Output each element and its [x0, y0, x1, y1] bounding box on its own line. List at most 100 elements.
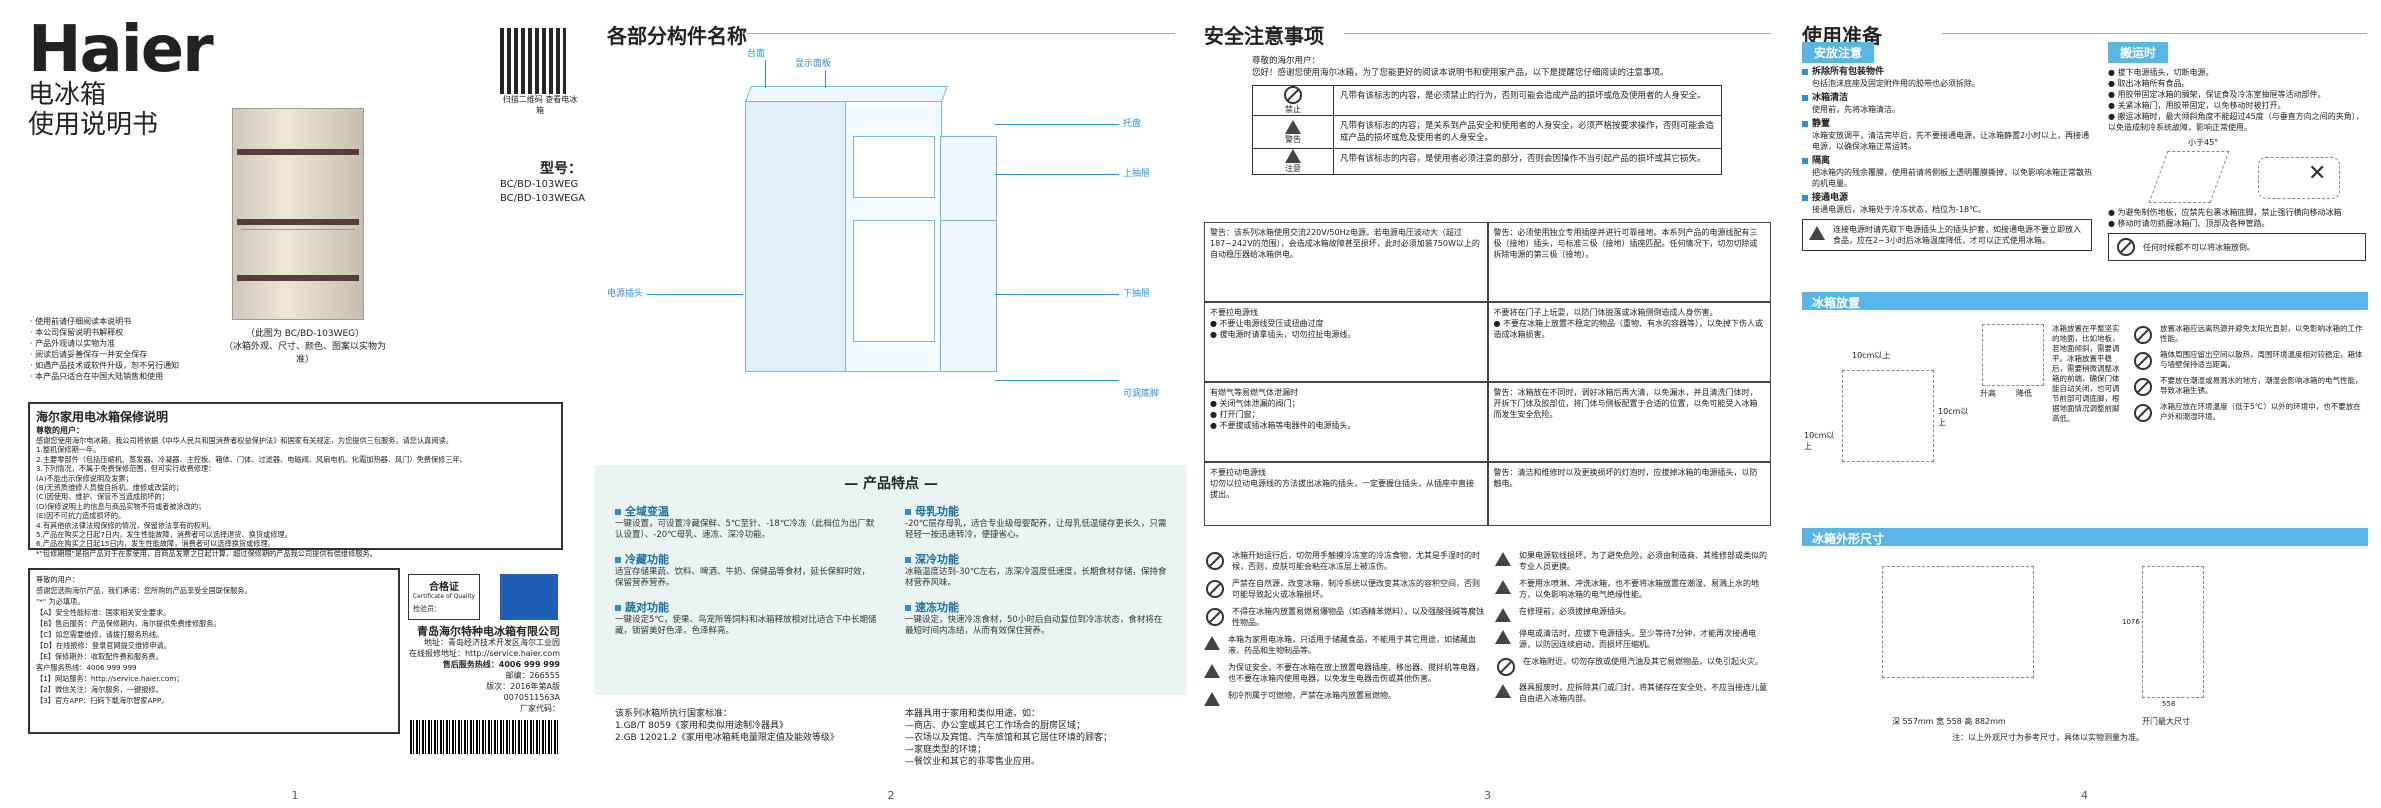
- feature-name: 全域变温: [625, 505, 669, 518]
- feature-text: 一键设置，可设置冷藏保鲜、5℃至针、-18℃冷冻（此档位为出厂默认设置）、-20…: [615, 519, 875, 540]
- standard-item: 2.GB 12021.2《家用电冰箱耗电量限定值及能效等级》: [615, 733, 839, 743]
- reg-line: 尊敬的用户：: [36, 575, 80, 584]
- transport-note: 任何时候都不可以将冰箱放倒。: [2143, 242, 2255, 252]
- safety-item: 停电或清洁时，应拔下电源插头，至少等待7分钟，才能再次接通电源，以防因连续启动，…: [1519, 629, 1757, 649]
- feature-item: 蔬对功能一键设定5℃，使果、鸟宠所等饲料和冰箱释放相对比适合下中长期储藏，锁留美…: [615, 599, 877, 637]
- safety-item: 冰箱开始运行后，切勿用手触摸冷冻室的冷冻食物，尤其是手湿时的时候，否则，皮肤可能…: [1232, 551, 1480, 571]
- company-postcode: 邮编：266555: [505, 671, 560, 680]
- lower-drawer: [853, 220, 935, 342]
- notice-item: · 本公司保留说明书解释权: [30, 328, 124, 337]
- model-2: BC/BD-103WEGA: [500, 193, 586, 204]
- standards-title: 该系列冰箱所执行国家标准：: [615, 709, 733, 719]
- label-lower-drawer: 下抽屉: [1123, 289, 1151, 299]
- page-number: 1: [291, 789, 299, 802]
- feature-text: -20℃层存母乳，适合专业级母婴配养，让母乳低温储存更长久，只需轻轻一按迅速转冷…: [905, 519, 1167, 540]
- prohibited-icon: [2134, 326, 2152, 344]
- placement-title: 冰箱放置: [1812, 296, 1861, 310]
- intro: 尊敬的海尔用户： 您好！感谢您使用海尔冰箱，为了您能更好的阅读本说明书和使用家产…: [1252, 55, 1742, 79]
- transport-notes: 搬运时 ● 拔下电源插头，切断电源。 ● 取出冰箱所有食品。 ● 用胶带固定冰箱…: [2108, 42, 2366, 261]
- prohibited-icon: [2117, 238, 2135, 256]
- legend-text: 凡带有该标志的内容，是使用者必须注意的部分，否则会因操作不当引起产品的损坏或其它…: [1340, 154, 1706, 164]
- prohibited-icon: [1206, 580, 1224, 598]
- warning-icon: [1495, 608, 1511, 622]
- dimensions-title: 冰箱外形尺寸: [1812, 532, 1885, 546]
- quality-certificate: 合格证 Certificate of Quality 检验员：: [408, 574, 480, 620]
- lower-door: [940, 220, 997, 372]
- warranty-box: 海尔家用电冰箱保修说明 尊敬的用户： 感谢您使用海尔电冰箱，我公司将依据《中华人…: [28, 402, 563, 558]
- safety-cell: 不要拉动电源线 切勿以拉动电源线的方法拔出冰箱的插头，一定要握住插头，从插座中直…: [1204, 462, 1488, 526]
- legend-label: 警告: [1285, 134, 1301, 144]
- feature-item: 母乳功能-20℃层存母乳，适合专业级母婴配养，让母乳低温储存更长久，只需轻轻一按…: [905, 503, 1167, 541]
- feature-text: 一键设定，快速冷冻食材，50小时后自动复位到冷冻状态，食材将在最短时间内冻结，从…: [905, 615, 1163, 636]
- document-code: 0070511563A: [503, 693, 560, 702]
- page-number: 4: [2081, 789, 2088, 802]
- reg-line: 【E】保修期外：收取配件费和服务费。: [36, 652, 163, 661]
- notice-item: · 使用前请仔细阅读本说明书: [30, 317, 132, 326]
- factory-code-label: 厂家代码：: [520, 704, 560, 713]
- legend-label: 禁止: [1285, 105, 1301, 114]
- leveling-sketch: [1982, 324, 2044, 386]
- transport-item: ● 移动时请勿抓握冰箱门、顶部及各种管路。: [2108, 219, 2270, 228]
- safety-list-right: 如果电源软线损坏，为了避免危险，必须由制造商、其维修部或类似的专业人员更换。 不…: [1495, 550, 1770, 710]
- safety-item: 本箱为家用电冰箱，只适用于储藏食品，不能用于其它用途，如储藏血液、药品和生物制品…: [1228, 635, 1476, 655]
- feature-bullet-icon: [905, 509, 911, 515]
- placement-item: 不要放在潮湿或易溅水的地方，潮湿会影响冰箱的电气性能，导致冰箱生锈。: [2160, 376, 2363, 395]
- upper-drawer: [853, 136, 935, 198]
- warranty-line: 4.有其他依法律法规保修的情况，保留依法享有的权利。: [36, 520, 216, 530]
- usage-item: —商店、办公室或其它工作场合的厨房区域；: [905, 721, 1086, 731]
- truck-sketch: [2258, 157, 2340, 199]
- prohibited-icon: [2134, 352, 2152, 370]
- fridge-top: [745, 86, 948, 102]
- gap-top-label: 10cm以上: [1852, 351, 1891, 360]
- notice-item: · 本产品只适合在中国大陆销售和使用: [30, 372, 164, 381]
- dims-height-label: 1076: [2122, 618, 2140, 626]
- feature-bullet-icon: [615, 557, 621, 563]
- safety-item: 在冰箱附近，切勿存放或使用汽油及其它易燃物品，以免引起火灾。: [1523, 657, 1763, 666]
- transport-item: ● 搬运冰箱时，最大倾斜角度不能超过45度（与垂直方向之间的夹角），以免造成制冷…: [2108, 112, 2364, 132]
- warranty-line: (E)因不可抗力造成损坏的。: [36, 511, 126, 521]
- section-title: 安全注意事项: [1204, 20, 1771, 49]
- feature-name: 蔬对功能: [625, 601, 669, 614]
- model-1: BC/BD-103WEG: [500, 179, 579, 190]
- warning-icon: [1495, 684, 1511, 698]
- transport-warning-box: 任何时候都不可以将冰箱放倒。: [2108, 233, 2366, 261]
- image-note-2: （冰箱外观、尺寸、颜色、图案以实物为准）: [223, 342, 386, 365]
- prohibited-icon: [2134, 378, 2152, 396]
- page-3: 安全注意事项 尊敬的海尔用户： 您好！感谢您使用海尔冰箱，为了您能更好的阅读本说…: [1190, 0, 1785, 808]
- bullet-icon: [1802, 157, 1808, 164]
- reg-line: 【D】在线报修：登录官网提交维修申请。: [36, 641, 171, 650]
- power-note-box: 连接电源时请先取下电源插头上的插头护套，如接通电源不要立即放入食品，应在2~3小…: [1802, 219, 2092, 251]
- barcode-icon: [410, 720, 560, 754]
- registration-box: 尊敬的用户： 感谢您选购海尔产品，我们承诺：您所购的产品享受全国联保服务。 "*…: [28, 568, 400, 734]
- reg-line: 客户服务热线：4006 999 999: [36, 663, 137, 672]
- prep-name: 冰箱清洁: [1812, 93, 1849, 103]
- label-adjustable-feet: 可调底脚: [1123, 389, 1160, 399]
- warning-icon: [1204, 692, 1220, 706]
- feature-name: 母乳功能: [915, 505, 959, 518]
- bullet-icon: [1802, 94, 1808, 101]
- brand-logo: Haier: [28, 13, 214, 87]
- warranty-line: (B)无资质维修人员擅自拆机、维修或改装的；: [36, 483, 184, 493]
- notice-item: · 阅读后请妥善保存一并安全保存: [30, 350, 148, 359]
- warranty-line: 6.产品在购买之日起15日内，发生性能故障，消费者可以选择换货或修理。: [36, 539, 275, 549]
- legend-label: 注意: [1285, 164, 1301, 173]
- label-display: 显示面板: [795, 59, 832, 69]
- fridge-side-panel: [745, 100, 847, 372]
- page-1: Haier 电冰箱 使用说明书 扫描二维码 查看电冰箱 型号： BC/BD-10…: [0, 0, 590, 808]
- warning-icon: [1204, 664, 1220, 678]
- usage-scope: 本器具用于家用和类似用途，如： —商店、办公室或其它工作场合的厨房区域； —农场…: [905, 708, 1175, 768]
- cross-icon: ✕: [2308, 161, 2327, 186]
- warning-icon: [1495, 630, 1511, 644]
- warranty-line: 感谢您使用海尔电冰箱，我公司将依据《中华人民共和国消费者权益保护法》和国家有关规…: [36, 436, 453, 445]
- warning-icon: [1809, 226, 1825, 240]
- section-title-text: 各部分构件名称: [607, 24, 747, 48]
- prep-text: 接通电源后，冰箱处于冷冻状态，档位为-18℃。: [1812, 205, 1987, 214]
- power-note: 连接电源时请先取下电源插头上的插头护套，如接通电源不要立即放入食品，应在2~3小…: [1833, 225, 2081, 245]
- standards: 该系列冰箱所执行国家标准： 1.GB/T 8059《家用和类似用途制冷器具》 2…: [615, 708, 875, 744]
- label-upper-drawer: 上抽屉: [1123, 169, 1151, 179]
- safety-cell: 不要拉电源线 ● 不要让电源线受压或扭曲过度 ● 拔电源时请拿插头，切勿拉扯电源…: [1204, 302, 1488, 382]
- safety-item: 制冷剂属于可燃物，严禁在冰箱内放置易燃物。: [1228, 691, 1396, 700]
- image-note-1: （此图为 BC/BD-103WEG）: [245, 329, 365, 339]
- placement-item: 冰箱应放在环境温度（低于5℃）以外的环境中，也不要放在户外和潮湿环境。: [2160, 402, 2361, 421]
- label-power-plug: 电源插头: [607, 289, 644, 299]
